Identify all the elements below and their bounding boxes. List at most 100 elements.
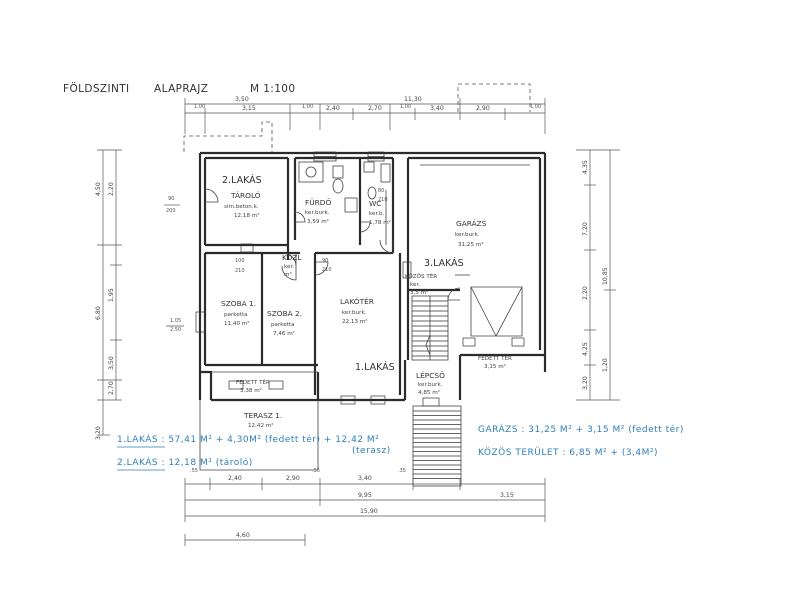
label-bath-floor: ker.burk. — [305, 210, 330, 216]
label-terrace: TERASZ 1. — [243, 411, 282, 420]
opening-7: 2,50 — [170, 327, 181, 333]
dim-right-2: 10,85 — [602, 267, 609, 285]
label-terrace-area: 12,42 m² — [248, 422, 273, 429]
label-living-area: 22,13 m² — [342, 318, 367, 325]
opening-2: 100 — [235, 258, 245, 264]
doors — [204, 188, 461, 301]
dim-top-6: 2,90 — [476, 105, 490, 112]
dim-bottom-small-1: .55 — [312, 468, 320, 474]
summary-common: KÖZÖS TERÜLET : 6,85 M² + (3,4M²) — [478, 447, 658, 458]
dim-bottom-small-2: .35 — [398, 468, 406, 474]
dim-left-2: 6,80 — [95, 306, 102, 320]
label-living-floor: ker.burk. — [342, 310, 367, 316]
opening-0: 90 — [168, 196, 174, 202]
summary-apt1: 1.LAKÁS : 57,41 M² + 4,30M² (fedett tér)… — [117, 433, 379, 445]
opening-8: 80 — [378, 188, 384, 194]
title-ground-floor: FÖLDSZINTI — [63, 82, 130, 95]
dim-left-1: 2,20 — [108, 182, 115, 196]
dim-top-3: 2,70 — [368, 105, 382, 112]
label-wc-floor: ker.b. — [369, 211, 385, 217]
label-room1: SZOBA 1. — [221, 299, 256, 308]
label-apt2: 2.LAKÁS — [222, 174, 262, 186]
interior-stair — [411, 295, 449, 361]
label-apt3: 3.LAKÁS — [424, 257, 464, 269]
dim-top-5: 3,40 — [430, 105, 444, 112]
label-storage-floor: sim.beton.k. — [224, 204, 259, 210]
label-storage: TÁROLÓ — [230, 191, 261, 200]
label-room2-area: 7,46 m² — [273, 330, 295, 337]
room-labels: 2.LAKÁS TÁROLÓ sim.beton.k. 12,18 m² FÜR… — [221, 174, 512, 429]
title-scale: M 1:100 — [250, 83, 295, 95]
summary-garage: GARÁZS : 31,25 M² + 3,15 M² (fedett tér) — [478, 423, 684, 435]
label-room1-floor: parketta — [224, 312, 248, 318]
opening-6: 1,05 — [170, 318, 181, 324]
dim-top-small-1: 1,00 — [302, 104, 313, 110]
area-summary: 1.LAKÁS : 57,41 M² + 4,30M² (fedett tér)… — [117, 423, 684, 471]
dim-top-small-2: 1,00 — [400, 104, 411, 110]
dim-bottom-4: 3,15 — [500, 492, 514, 499]
title-floor-plan: ALAPRAJZ — [154, 83, 208, 95]
top-dimension-chain: 3,50 3,15 2,40 2,70 11,30 3,40 2,90 1,00… — [184, 96, 546, 134]
dim-left-6: 3,20 — [95, 426, 102, 440]
dim-top-0: 3,50 — [235, 96, 249, 103]
dim-left-5: 2,70 — [108, 381, 115, 395]
label-hallway-area: m² — [284, 271, 292, 278]
label-wc-area: 1,78 m² — [369, 219, 391, 226]
dim-right-6: 1,20 — [602, 358, 609, 372]
dim-bottom-5: 15,90 — [360, 508, 378, 515]
dim-top-2: 2,40 — [326, 105, 340, 112]
label-common-hall-area: 3,5 m² — [410, 289, 428, 296]
right-dimension-chain: 4,35 7,20 10,85 2,20 4,25 3,20 1,20 — [576, 149, 620, 401]
building-walls — [198, 151, 547, 402]
label-bath: FÜRDŐ — [305, 198, 331, 207]
label-living: LAKÓTÉR — [340, 297, 374, 306]
summary-apt2: 2.LAKÁS : 12,18 M² (tároló) — [117, 456, 253, 468]
label-common-hall-floor: ker. — [410, 282, 420, 288]
dim-right-4: 4,25 — [582, 342, 589, 356]
sanitary-fixtures — [298, 161, 391, 245]
opening-5: 210 — [322, 267, 332, 273]
label-covered-right: FEDETT TÉR — [478, 354, 512, 362]
opening-annotations: 90 200 100 210 90 210 1,05 2,50 80 210 — [164, 188, 388, 333]
label-garage-floor: ker.burk. — [455, 232, 480, 238]
label-room2: SZOBA 2. — [267, 309, 302, 318]
dashed-projections — [183, 83, 531, 152]
dim-bottom-left: 4,60 — [236, 532, 250, 539]
label-common-hall: KÖZÖS TÉR — [405, 272, 437, 280]
garage-interior — [420, 164, 530, 337]
label-garage-area: 31,25 m² — [458, 241, 483, 248]
dim-bottom-1: 2,90 — [286, 475, 300, 482]
dim-bottom-2: 3,40 — [358, 475, 372, 482]
label-covered-right-area: 3,15 m² — [484, 363, 506, 370]
opening-9: 210 — [378, 197, 388, 203]
label-covered-left: FEDETT TÉR — [236, 378, 270, 386]
label-hallway-floor: ker. — [284, 264, 294, 270]
windows — [195, 151, 525, 407]
label-room1-area: 11,40 m² — [224, 320, 249, 327]
dim-right-3: 2,20 — [582, 286, 589, 300]
dim-left-0: 4,50 — [95, 182, 102, 196]
terrace-outline — [199, 371, 319, 471]
label-apt1: 1.LAKÁS — [355, 361, 395, 373]
label-covered-left-area: 3,38 m² — [240, 387, 262, 394]
dim-bottom-small-0: .55 — [190, 468, 198, 474]
exterior-stair — [412, 405, 462, 487]
dim-top-4: 11,30 — [404, 96, 422, 103]
bottom-dimension-chain: 2,40 2,90 3,40 9,95 3,15 15,90 .55 .55 .… — [184, 468, 546, 546]
label-stairs-floor: ker.burk. — [418, 382, 443, 388]
label-bath-area: 3,59 m² — [307, 218, 329, 225]
dim-top-small-3: 1,00 — [530, 104, 541, 110]
dim-top-small-0: 1,00 — [194, 104, 205, 110]
dim-right-0: 4,35 — [582, 160, 589, 174]
dim-top-1: 3,15 — [242, 105, 256, 112]
label-stairs: LÉPCSŐ — [416, 371, 445, 380]
opening-4: 90 — [322, 258, 328, 264]
dim-right-1: 7,20 — [582, 222, 589, 236]
label-hallway: KÖZL — [282, 253, 302, 262]
label-storage-area: 12,18 m² — [234, 212, 259, 219]
dim-right-5: 3,20 — [582, 376, 589, 390]
dim-left-4: 3,50 — [108, 356, 115, 370]
summary-apt1-terrace: (terasz) — [352, 446, 391, 456]
label-garage: GARÁZS — [456, 219, 487, 228]
opening-1: 200 — [166, 208, 176, 214]
